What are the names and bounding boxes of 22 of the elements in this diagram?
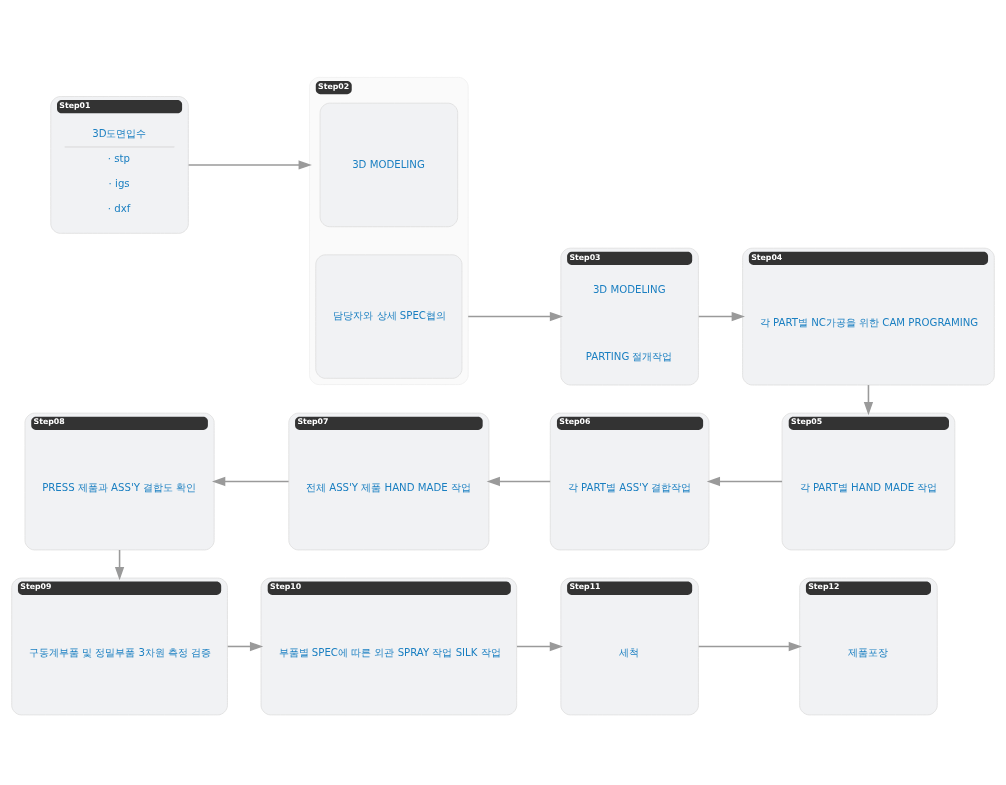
- node-box: Step09 구동계부품 및 정밀부품 3차원 측정 검증: [11, 577, 228, 715]
- node-box: Step06 각 PART별 ASS'Y 결합작업: [549, 412, 710, 550]
- node-box: 담당자와 상세 SPEC협의: [315, 253, 463, 379]
- arrow: [212, 476, 290, 486]
- node-box: Step08 PRESS 제품과 ASS'Y 결합도 확인: [24, 412, 215, 550]
- node-box: Step04 각 PART별 NC가공을 위한 CAM PROGRAMING: [742, 247, 995, 385]
- node-box: Step03 3D MODELING PARTING 절개작업: [560, 247, 699, 385]
- arrow: [697, 641, 802, 651]
- arrow: [697, 311, 745, 321]
- node-box: 3D MODELING: [319, 102, 459, 227]
- arrow: [706, 476, 783, 486]
- arrow: [516, 641, 564, 651]
- node-box: Step12 제품포장: [799, 577, 938, 715]
- node-box: Step10 부품별 SPEC에 따른 외관 SPRAY 작업 SILK 작업: [260, 577, 518, 715]
- arrow: [187, 159, 312, 170]
- node-box: Step05 각 PART별 HAND MADE 작업: [781, 412, 956, 550]
- node-box: Step11 세척: [560, 577, 699, 715]
- arrow: [226, 641, 264, 651]
- arrow: [467, 311, 564, 321]
- node-box: Step01 3D도면입수 · stp · igs · dxf: [50, 95, 189, 234]
- node-box: Step07 전체 ASS'Y 제품 HAND MADE 작업: [288, 412, 490, 550]
- arrow: [486, 476, 551, 486]
